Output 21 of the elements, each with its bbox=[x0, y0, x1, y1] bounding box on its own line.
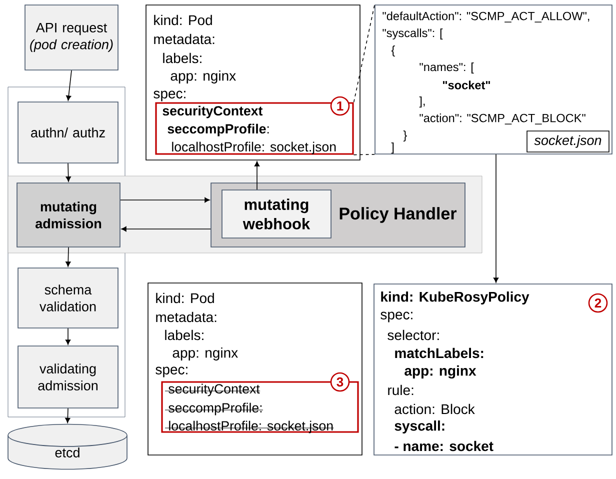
file-label: socket.json bbox=[526, 130, 610, 152]
arrow bbox=[493, 154, 499, 283]
process-box: validating admission bbox=[18, 346, 118, 408]
arrow bbox=[65, 328, 71, 345]
callout-number: 3 bbox=[330, 372, 350, 392]
process-box: schema validation bbox=[18, 268, 118, 328]
arrow bbox=[66, 70, 72, 101]
arrow bbox=[120, 197, 210, 203]
callout-number: 2 bbox=[588, 293, 608, 313]
callout-number: 1 bbox=[330, 96, 350, 116]
dashed-line bbox=[353, 154, 375, 156]
process-box: mutating admission bbox=[16, 182, 120, 248]
arrow bbox=[121, 226, 211, 232]
webhook-box: mutating webhook bbox=[222, 190, 332, 238]
database-cylinder: etcd bbox=[8, 424, 128, 470]
arrow bbox=[66, 247, 71, 267]
arrow bbox=[65, 408, 70, 423]
request-box: API request (pod creation) bbox=[24, 4, 118, 70]
arrow bbox=[254, 161, 260, 190]
arrow bbox=[66, 163, 71, 182]
process-box: authn/ authz bbox=[18, 102, 118, 164]
